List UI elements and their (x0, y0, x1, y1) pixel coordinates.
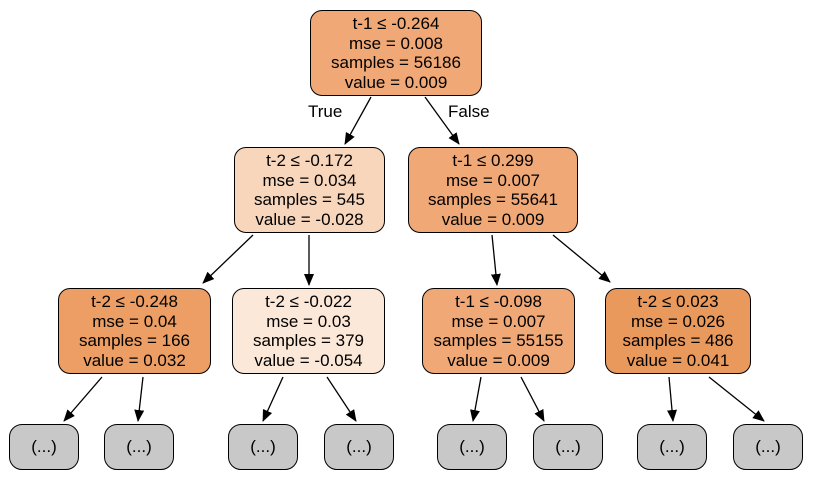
leaf-ellipsis-label: (...) (459, 437, 485, 456)
node-samples: samples = 486 (622, 331, 734, 350)
collapsed-leaf-node-5: (...) (437, 424, 507, 470)
tree-edge-lr-leaf3 (262, 376, 284, 422)
tree-edge-l-ll (202, 234, 254, 284)
node-value: value = -0.054 (254, 350, 363, 370)
node-samples: samples = 55641 (428, 190, 558, 209)
node-mse: mse = 0.034 (262, 170, 357, 190)
tree-edge-rr-leaf8 (708, 376, 765, 422)
node-samples: samples = 166 (78, 331, 191, 350)
node-mse: mse = 0.03 (266, 311, 351, 331)
collapsed-leaf-node-7: (...) (637, 424, 707, 470)
node-value: value = -0.028 (255, 209, 364, 229)
collapsed-leaf-node-8: (...) (733, 424, 803, 470)
tree-edge-rr-leaf7 (667, 376, 677, 422)
tree-node-depth2-2: t-2 ≤ -0.022 mse = 0.03 samples = 379 va… (232, 288, 385, 374)
node-split-condition: t-2 ≤ -0.022 (265, 292, 352, 311)
tree-node-root: t-1 ≤ -0.264 mse = 0.008 samples = 56186… (310, 10, 482, 96)
node-split-condition: t-2 ≤ -0.172 (266, 151, 353, 170)
tree-node-depth1-right: t-1 ≤ 0.299 mse = 0.007 samples = 55641 … (408, 147, 578, 233)
tree-edge-root-right (424, 96, 460, 145)
leaf-ellipsis-label: (...) (346, 437, 372, 456)
node-mse: mse = 0.026 (630, 311, 726, 331)
edge-label-true: True (308, 102, 343, 121)
node-value: value = 0.032 (83, 350, 186, 370)
tree-edge-rl-leaf6 (520, 376, 545, 422)
node-mse: mse = 0.007 (451, 311, 546, 331)
node-value: value = 0.009 (344, 72, 448, 92)
leaf-ellipsis-label: (...) (31, 437, 57, 456)
node-samples: samples = 545 (253, 190, 366, 209)
tree-edge-root-left (344, 96, 372, 145)
node-split-condition: t-2 ≤ -0.248 (91, 292, 178, 311)
leaf-ellipsis-label: (...) (126, 437, 152, 456)
collapsed-leaf-node-3: (...) (228, 424, 298, 470)
node-samples: samples = 56186 (331, 53, 461, 72)
node-value: value = 0.009 (441, 209, 545, 229)
node-split-condition: t-1 ≤ -0.098 (455, 292, 542, 311)
collapsed-leaf-node-6: (...) (533, 424, 603, 470)
node-samples: samples = 55155 (433, 331, 564, 350)
tree-edge-ll-leaf1 (63, 376, 103, 422)
tree-edge-r-rl (490, 234, 501, 286)
node-split-condition: t-1 ≤ -0.264 (352, 14, 440, 33)
node-value: value = 0.009 (447, 350, 550, 370)
node-split-condition: t-2 ≤ 0.023 (637, 292, 719, 311)
leaf-ellipsis-label: (...) (555, 437, 581, 456)
tree-edge-ll-leaf2 (134, 376, 145, 422)
node-value: value = 0.041 (626, 350, 730, 370)
node-mse: mse = 0.008 (348, 33, 444, 53)
collapsed-leaf-node-1: (...) (9, 424, 79, 470)
node-mse: mse = 0.04 (92, 311, 177, 331)
leaf-ellipsis-label: (...) (659, 437, 685, 456)
node-split-condition: t-1 ≤ 0.299 (452, 151, 534, 170)
collapsed-leaf-node-4: (...) (324, 424, 394, 470)
edge-label-false: False (448, 102, 490, 121)
node-mse: mse = 0.007 (445, 170, 541, 190)
tree-edge-r-rr (552, 234, 611, 283)
tree-edge-rl-leaf5 (470, 376, 482, 422)
leaf-ellipsis-label: (...) (755, 437, 781, 456)
leaf-ellipsis-label: (...) (250, 437, 276, 456)
tree-node-depth2-4: t-2 ≤ 0.023 mse = 0.026 samples = 486 va… (605, 288, 751, 374)
node-samples: samples = 379 (252, 331, 365, 350)
tree-node-depth1-left: t-2 ≤ -0.172 mse = 0.034 samples = 545 v… (234, 147, 385, 233)
tree-node-depth2-1: t-2 ≤ -0.248 mse = 0.04 samples = 166 va… (58, 288, 211, 374)
collapsed-leaf-node-2: (...) (104, 424, 174, 470)
tree-edge-lr-leaf4 (326, 376, 357, 422)
tree-node-depth2-3: t-1 ≤ -0.098 mse = 0.007 samples = 55155… (422, 288, 575, 374)
